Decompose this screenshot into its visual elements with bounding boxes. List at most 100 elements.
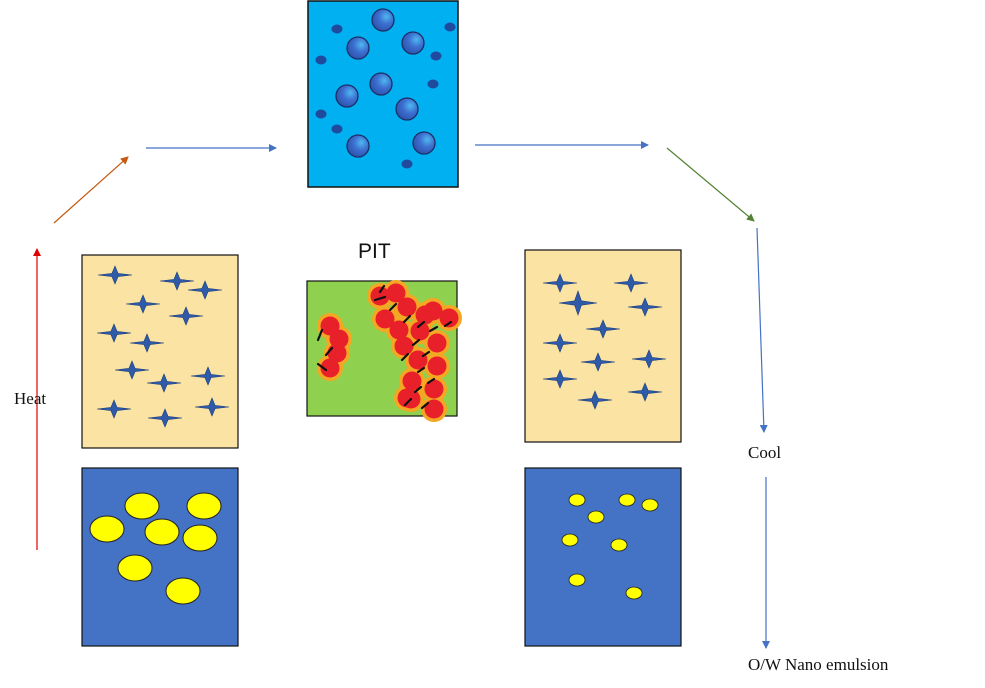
blue-sphere-icon	[412, 131, 436, 155]
four-point-star-icon	[627, 297, 663, 317]
surfactant-tail-icon	[378, 284, 386, 294]
blue-sphere-icon	[371, 8, 395, 32]
small-water-droplet-icon	[401, 159, 413, 169]
four-point-star-icon	[146, 373, 182, 393]
red-droplet-icon	[389, 320, 409, 340]
surfactant-tail-icon	[426, 377, 436, 385]
red-droplet-icon	[410, 321, 430, 341]
blue-sphere-icon	[401, 31, 425, 55]
surfactant-tail-icon	[402, 314, 412, 324]
surfactant-tail-icon	[316, 328, 324, 342]
surfactant-tail-icon	[428, 325, 439, 333]
surfactant-tail-icon	[411, 338, 421, 347]
yellow-circle-icon	[124, 492, 160, 520]
pit-oil-droplets	[320, 283, 459, 419]
red-droplet-icon	[424, 399, 444, 419]
cool-arrow	[756, 227, 768, 433]
red-droplet-icon	[370, 286, 390, 306]
large-water-droplets	[335, 8, 436, 158]
four-point-star-icon	[585, 319, 621, 339]
nano-emulsion-label: O/W Nano emulsion	[748, 655, 889, 674]
yellow-circle-icon	[561, 533, 579, 547]
surfactant-tail-icon	[420, 401, 430, 410]
four-point-star-icon	[577, 390, 613, 410]
small-water-droplet-icon	[315, 55, 327, 65]
blue-sphere-icon	[395, 97, 419, 121]
four-point-star-icon	[631, 349, 667, 369]
surfactant-tail-icon	[413, 385, 423, 394]
small-water-droplets	[315, 22, 456, 169]
four-point-star-icon	[190, 366, 226, 386]
surfactant-tail-icon	[373, 295, 387, 302]
four-point-star-icon	[627, 382, 663, 402]
four-point-star-icon	[168, 306, 204, 326]
surfactant-tail-icon	[416, 366, 426, 374]
four-point-star-icon	[159, 271, 195, 291]
pit-label: PIT	[358, 240, 391, 263]
red-droplet-icon	[402, 371, 422, 391]
pit-surfactant-tails	[316, 284, 453, 410]
surfactant-tail-icon	[443, 320, 453, 328]
four-point-star-icon	[187, 280, 223, 300]
red-droplet-icon	[423, 301, 443, 321]
oil-droplets-initial	[89, 492, 222, 605]
surfactant-tail-icon	[324, 346, 334, 357]
red-droplet-icon	[320, 358, 340, 378]
four-point-star-icon	[96, 399, 132, 419]
surfactant-tail-icon	[416, 320, 426, 329]
red-droplet-icon	[427, 333, 447, 353]
four-point-star-icon	[542, 273, 578, 293]
surfactant-tail-icon	[421, 350, 431, 358]
red-droplet-icon	[397, 388, 417, 408]
red-droplet-icon	[408, 350, 428, 370]
yellow-circle-icon	[610, 538, 628, 552]
yellow-circle-icon	[587, 510, 605, 524]
blue-sphere-icon	[346, 36, 370, 60]
four-point-star-icon	[114, 360, 150, 380]
red-droplet-icon	[386, 283, 406, 303]
yellow-circle-icon	[618, 493, 636, 507]
four-point-star-icon	[558, 290, 598, 316]
red-droplet-icon	[427, 356, 447, 376]
four-point-star-icon	[613, 273, 649, 293]
four-point-star-icon	[125, 294, 161, 314]
red-droplet-icon	[439, 308, 459, 328]
yellow-circle-icon	[625, 586, 643, 600]
small-water-droplet-icon	[331, 24, 343, 34]
small-water-droplet-icon	[427, 79, 439, 89]
four-point-star-icon	[147, 408, 183, 428]
nano-droplets-final	[561, 493, 659, 600]
final-surfactant-panel	[524, 249, 682, 443]
yellow-circle-icon	[89, 515, 125, 543]
rise-arrow	[53, 156, 129, 224]
surfactant-tail-icon	[316, 362, 328, 372]
blue-sphere-icon	[346, 134, 370, 158]
surfactant-stars-initial	[96, 265, 230, 428]
red-droplet-icon	[424, 379, 444, 399]
surfactant-tail-icon	[403, 397, 413, 407]
initial-emulsion-panel	[81, 467, 239, 647]
yellow-circle-icon	[117, 554, 153, 582]
yellow-circle-icon	[568, 493, 586, 507]
red-droplet-icon	[375, 309, 395, 329]
blue-sphere-icon	[369, 72, 393, 96]
four-point-star-icon	[194, 397, 230, 417]
descent-arrow	[666, 147, 755, 222]
yellow-circle-icon	[568, 573, 586, 587]
red-droplet-icon	[329, 329, 349, 349]
four-point-star-icon	[542, 333, 578, 353]
cool-label: Cool	[748, 443, 782, 462]
small-water-droplet-icon	[331, 124, 343, 134]
nano-emulsion-panel	[524, 467, 682, 647]
four-point-star-icon	[129, 333, 165, 353]
four-point-star-icon	[542, 369, 578, 389]
surfactant-tail-icon	[400, 352, 410, 362]
small-water-droplet-icon	[315, 109, 327, 119]
four-point-star-icon	[580, 352, 616, 372]
yellow-circle-icon	[144, 518, 180, 546]
yellow-circle-icon	[165, 577, 201, 605]
red-droplet-icon	[397, 297, 417, 317]
yellow-circle-icon	[186, 492, 222, 520]
heat-label: Heat	[14, 389, 47, 408]
